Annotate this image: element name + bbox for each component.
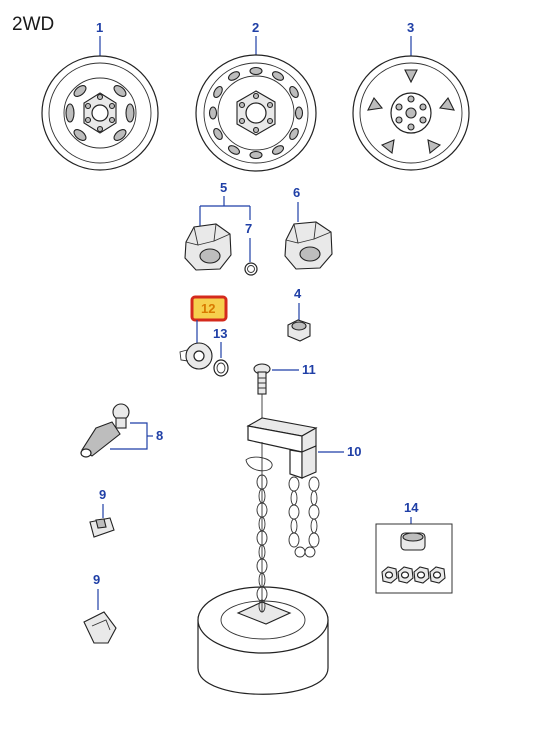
locking-nut-kit-part-14[interactable] (375, 523, 453, 594)
lug-nut-part-4[interactable] (287, 319, 311, 342)
steel-wheel-part-2[interactable] (195, 36, 317, 172)
callout-4: 4 (294, 286, 302, 301)
drive-type-label: 2WD (12, 14, 55, 35)
bolt-part-11[interactable] (253, 363, 271, 395)
callout-2: 2 (252, 20, 259, 35)
callout-11: 11 (302, 362, 316, 377)
callout-10: 10 (347, 444, 361, 459)
callout-12: 12 (201, 301, 215, 316)
callout-7: 7 (245, 221, 252, 236)
callout-6: 6 (293, 185, 300, 200)
callout-5: 5 (220, 180, 227, 195)
callout-9-lower: 9 (93, 572, 100, 587)
center-cap-part-6[interactable] (284, 221, 333, 270)
spare-tire (197, 586, 329, 695)
callout-14: 14 (404, 500, 419, 515)
alloy-wheel-part-3[interactable] (352, 36, 470, 171)
steel-wheel-part-1[interactable] (41, 36, 159, 171)
callout-12-highlight[interactable]: 12 (190, 295, 228, 322)
callout-3: 3 (407, 20, 414, 35)
callout-9-upper: 9 (99, 487, 106, 502)
clip-part-13[interactable] (213, 359, 229, 377)
clip-part-9-upper[interactable] (89, 517, 115, 538)
callout-1: 1 (96, 20, 103, 35)
clip-part-9-lower[interactable] (83, 611, 117, 644)
spare-tire-carrier-part-10[interactable] (245, 394, 320, 613)
washer-part-12[interactable] (179, 342, 213, 370)
valve-stem-part-8[interactable] (80, 403, 130, 458)
center-cap-part-5[interactable] (184, 223, 232, 271)
clip-part-7[interactable] (244, 262, 258, 276)
callout-13: 13 (213, 326, 227, 341)
callout-8: 8 (156, 428, 163, 443)
